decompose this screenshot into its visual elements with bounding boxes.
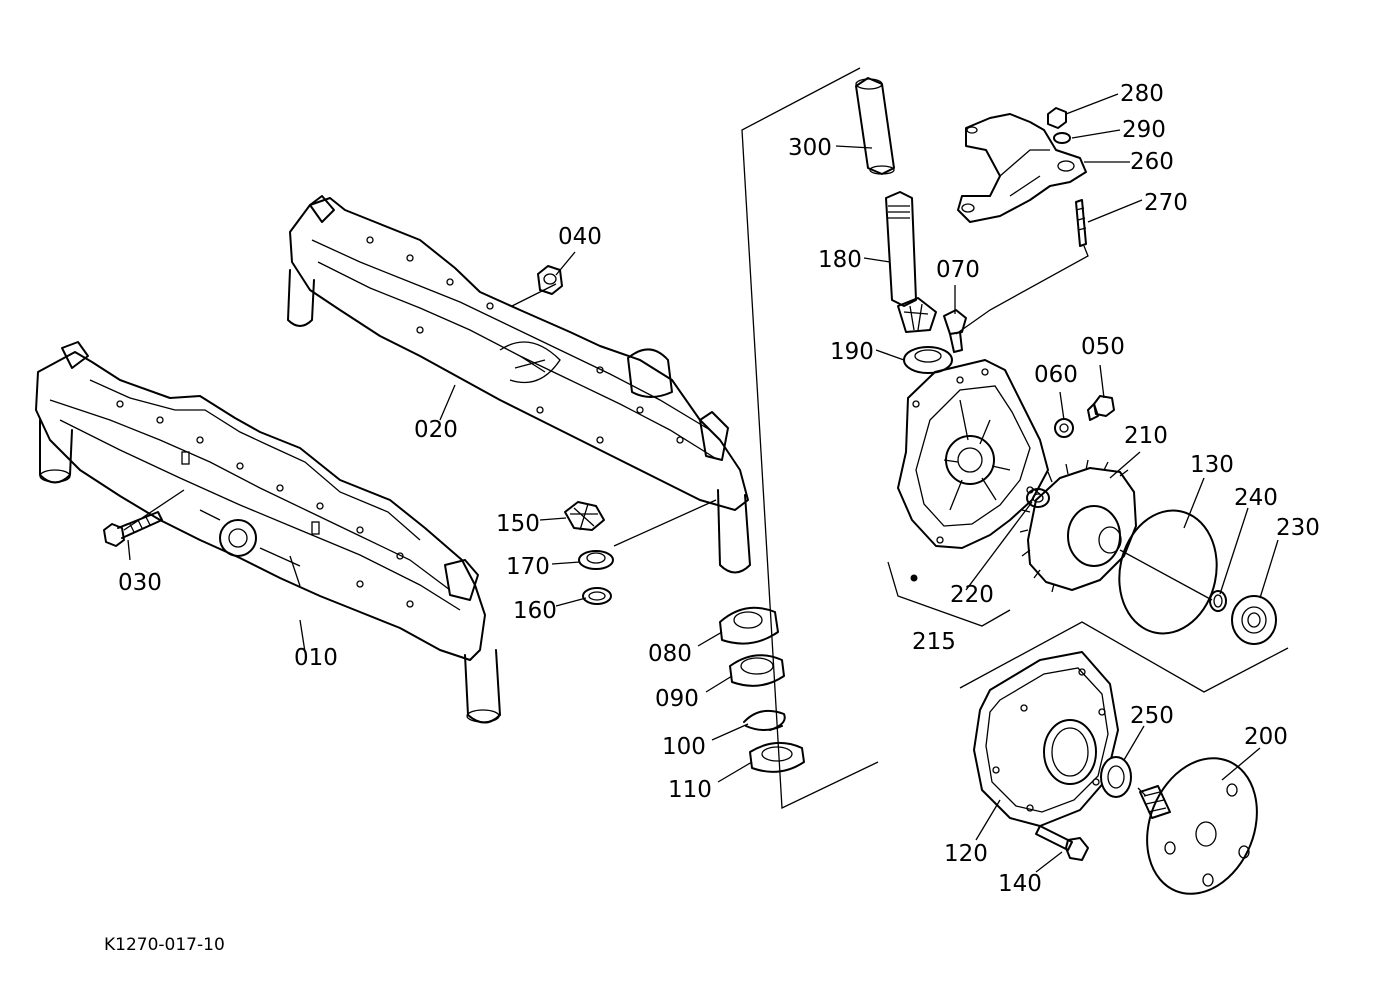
bearing-090[interactable] bbox=[729, 654, 785, 687]
label-010: 010 bbox=[294, 645, 338, 671]
collar-220[interactable] bbox=[1026, 488, 1050, 508]
nut-280[interactable] bbox=[1047, 107, 1067, 129]
washer-060[interactable] bbox=[1054, 418, 1074, 438]
label-240: 240 bbox=[1234, 485, 1278, 511]
label-230: 230 bbox=[1276, 515, 1320, 541]
bolt-140[interactable] bbox=[1035, 825, 1089, 861]
label-280: 280 bbox=[1120, 81, 1164, 107]
o-ring-130[interactable] bbox=[1108, 501, 1228, 642]
label-170: 170 bbox=[506, 554, 550, 580]
seal-080[interactable] bbox=[719, 606, 779, 645]
axle-flange-200[interactable] bbox=[1128, 742, 1277, 911]
collar-240[interactable] bbox=[1209, 590, 1227, 612]
label-130: 130 bbox=[1190, 452, 1234, 478]
tube-300[interactable] bbox=[855, 77, 895, 175]
group-bracket-215 bbox=[887, 561, 1011, 627]
label-060: 060 bbox=[1034, 362, 1078, 388]
label-180: 180 bbox=[818, 247, 862, 273]
seal-110[interactable] bbox=[749, 741, 805, 773]
label-260: 260 bbox=[1130, 149, 1174, 175]
pinion-shaft-180[interactable] bbox=[885, 191, 937, 333]
label-250: 250 bbox=[1130, 703, 1174, 729]
label-220: 220 bbox=[950, 582, 994, 608]
knuckle-arm-260[interactable] bbox=[957, 113, 1087, 223]
group-bracket-line bbox=[741, 67, 879, 810]
label-150: 150 bbox=[496, 511, 540, 537]
label-070: 070 bbox=[936, 257, 980, 283]
label-050: 050 bbox=[1081, 334, 1125, 360]
axle-housing-010[interactable] bbox=[35, 341, 501, 724]
label-200: 200 bbox=[1244, 724, 1288, 750]
washer-290[interactable] bbox=[1053, 132, 1071, 144]
label-080: 080 bbox=[648, 641, 692, 667]
washer-160[interactable] bbox=[582, 587, 612, 605]
bevel-gear-150[interactable] bbox=[564, 501, 605, 531]
label-215: 215 bbox=[912, 629, 956, 655]
label-300: 300 bbox=[788, 135, 832, 161]
snap-ring-100[interactable] bbox=[743, 709, 786, 731]
nut-040[interactable] bbox=[537, 265, 563, 295]
label-120: 120 bbox=[944, 841, 988, 867]
label-140: 140 bbox=[998, 871, 1042, 897]
cover-120[interactable] bbox=[973, 651, 1119, 827]
label-020: 020 bbox=[414, 417, 458, 443]
label-100: 100 bbox=[662, 734, 706, 760]
leader-lines bbox=[123, 93, 1279, 873]
label-030: 030 bbox=[118, 570, 162, 596]
label-270: 270 bbox=[1144, 190, 1188, 216]
drawing-code: K1270-017-10 bbox=[104, 935, 225, 955]
part-labels: 010 020 030 040 050 060 070 080 090 100 … bbox=[118, 81, 1320, 897]
gear-case-210[interactable] bbox=[897, 359, 1049, 582]
bearing-230[interactable] bbox=[1231, 595, 1277, 645]
label-190: 190 bbox=[830, 339, 874, 365]
bolt-070[interactable] bbox=[943, 309, 967, 353]
label-210: 210 bbox=[1124, 423, 1168, 449]
group-bracket-cover bbox=[959, 621, 1289, 693]
stud-270[interactable] bbox=[1075, 199, 1087, 247]
label-160: 160 bbox=[513, 598, 557, 624]
bolt-050[interactable] bbox=[1087, 395, 1115, 421]
label-110: 110 bbox=[668, 777, 712, 803]
bearing-170[interactable] bbox=[578, 550, 614, 570]
label-090: 090 bbox=[655, 686, 699, 712]
axle-housing-020[interactable] bbox=[287, 195, 751, 574]
seal-250[interactable] bbox=[1100, 756, 1132, 798]
label-040: 040 bbox=[558, 224, 602, 250]
label-290: 290 bbox=[1122, 117, 1166, 143]
